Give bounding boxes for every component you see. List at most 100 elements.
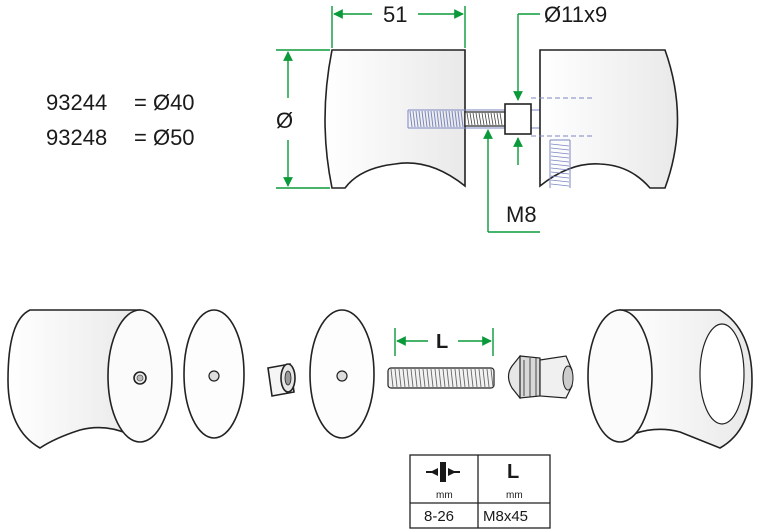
thread-line	[446, 368, 450, 388]
table-header-length: L	[507, 461, 519, 483]
bore-dimension-label: Ø11x9	[544, 2, 607, 27]
thread-line	[458, 368, 462, 388]
thread-line	[484, 112, 488, 126]
part-size-2: = Ø50	[134, 125, 195, 150]
thread-line	[394, 368, 398, 388]
thread-line	[550, 175, 570, 179]
thread-line	[421, 110, 425, 128]
thread-line	[406, 368, 410, 388]
part-number-list: 93244 = Ø40 93248 = Ø50	[46, 90, 195, 150]
table-unit-thickness: mm	[436, 490, 453, 501]
thread-line	[409, 110, 413, 128]
thread-line	[454, 368, 458, 388]
thread-line	[550, 179, 570, 183]
thread-line	[475, 112, 479, 126]
thread-line	[418, 110, 422, 128]
thread-line	[442, 110, 446, 128]
thread-line	[486, 368, 490, 388]
thread-line	[460, 110, 464, 128]
left-knob-outline	[324, 49, 466, 189]
thread-line	[472, 112, 476, 126]
right-knob-outline	[539, 49, 679, 189]
right-knob-bore	[531, 97, 595, 137]
thread-line	[466, 368, 470, 388]
thread-line	[550, 151, 570, 155]
exploded-right-knob-face	[587, 309, 653, 443]
thread-line	[426, 368, 430, 388]
thread-line	[550, 183, 570, 187]
part-code-1: 93244	[46, 90, 107, 115]
thread-line	[390, 368, 394, 388]
thread-line	[487, 112, 491, 126]
diameter-label: Ø	[276, 108, 293, 133]
thread-line	[430, 110, 434, 128]
stud-thread-hatch	[409, 110, 464, 128]
clamp-thickness-icon	[426, 462, 460, 482]
assembled-knob-pair	[324, 49, 679, 189]
thread-line	[470, 368, 474, 388]
thread-line	[454, 110, 458, 128]
thread-line	[410, 368, 414, 388]
thread-line	[482, 368, 486, 388]
connector-nut	[507, 354, 574, 400]
thread-line	[550, 143, 570, 147]
threaded-rod-grooves	[390, 368, 494, 388]
right-knob-recess	[699, 323, 745, 425]
spec-table: L mm mm 8-26 M8x45	[409, 454, 551, 529]
thread-line	[474, 368, 478, 388]
grub-screw	[549, 139, 571, 188]
width-dimension-label: 51	[383, 2, 407, 27]
thread-line	[481, 112, 485, 126]
thread-line	[466, 112, 470, 126]
thread-line	[418, 368, 422, 388]
thread-line	[402, 368, 406, 388]
thread-line	[427, 110, 431, 128]
part-size-1: = Ø40	[134, 90, 195, 115]
thread-line	[434, 368, 438, 388]
exploded-left-knob-body	[7, 309, 141, 449]
thread-line	[469, 112, 473, 126]
part-code-2: 93248	[46, 125, 107, 150]
exploded-view	[7, 309, 753, 449]
thread-line	[415, 110, 419, 128]
spacer-block	[504, 103, 532, 135]
thread-line	[478, 112, 482, 126]
dimension-labels: 51 Ø Ø11x9 M8 L	[276, 2, 607, 353]
thread-line	[398, 368, 402, 388]
thread-line	[478, 368, 482, 388]
dimension-annotations	[276, 6, 540, 356]
thread-line	[424, 110, 428, 128]
thread-line	[457, 110, 461, 128]
table-value-thickness: 8-26	[424, 508, 454, 525]
thread-line	[499, 112, 503, 126]
thread-line	[550, 155, 570, 159]
thread-line	[439, 110, 443, 128]
thread-line	[462, 368, 466, 388]
thread-line	[550, 167, 570, 171]
thread-line	[550, 163, 570, 167]
thread-line	[442, 368, 446, 388]
thread-line	[448, 110, 452, 128]
thread-line	[430, 368, 434, 388]
thread-line	[490, 368, 494, 388]
thread-size-label: M8	[506, 202, 537, 227]
spacer-tube	[267, 363, 296, 397]
thread-line	[496, 112, 500, 126]
thread-line	[550, 171, 570, 175]
exposed-stud-thread	[466, 112, 503, 126]
thread-line	[422, 368, 426, 388]
thread-line	[438, 368, 442, 388]
thread-line	[414, 368, 418, 388]
thread-line	[450, 368, 454, 388]
thread-line	[445, 110, 449, 128]
table-value-length: M8x45	[483, 508, 528, 525]
grub-screw-hatch	[550, 143, 570, 187]
thread-line	[490, 112, 494, 126]
thread-line	[550, 159, 570, 163]
thread-line	[433, 110, 437, 128]
thread-line	[451, 110, 455, 128]
thread-line	[550, 147, 570, 151]
table-unit-length: mm	[506, 490, 523, 501]
thread-line	[493, 112, 497, 126]
